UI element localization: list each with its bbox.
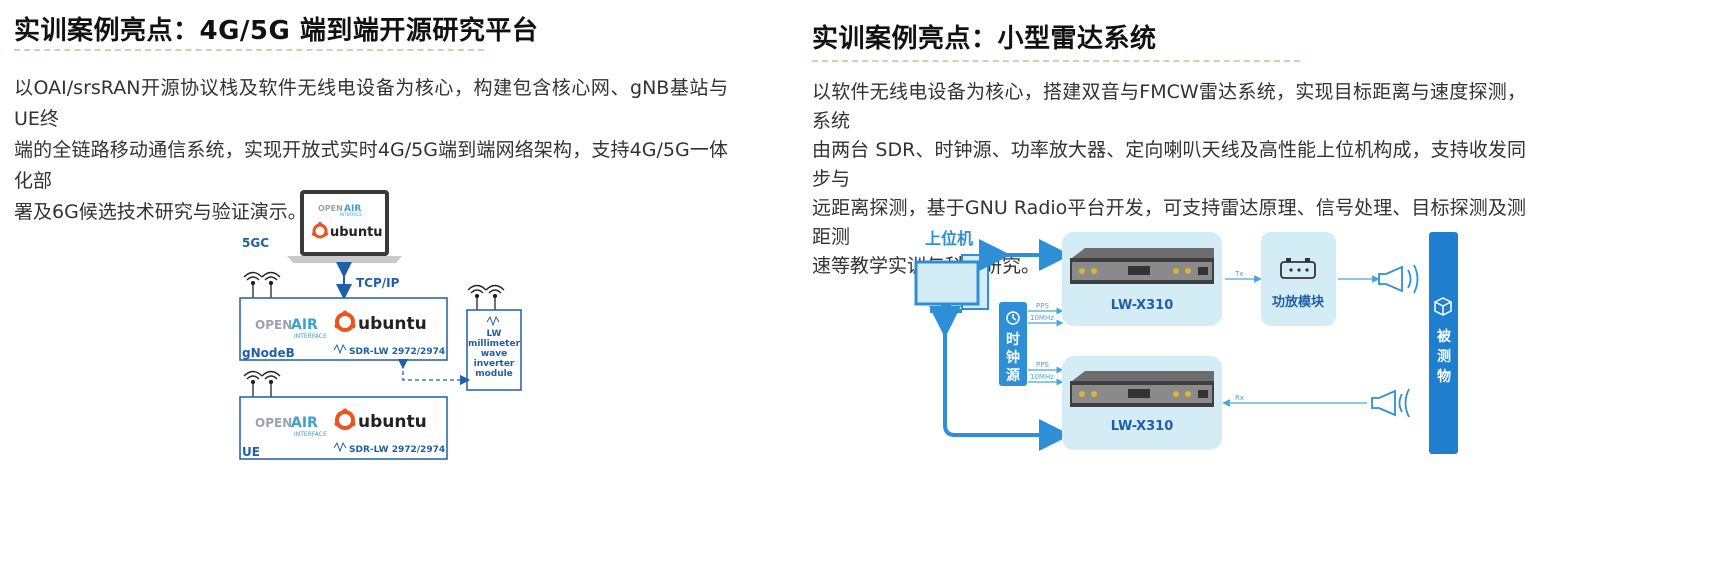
clock-char: 钟: [1006, 349, 1020, 366]
left-description-line: 署及6G候选技术研究与验证演示。: [14, 201, 307, 223]
ue-openair-open: OPEN: [255, 416, 292, 430]
clock-icon: [1006, 311, 1020, 325]
radar-diagram: 上位机 时 钟 源 PPS 10MHz PPS 10MHz: [914, 229, 1458, 454]
right-description-line: 由两台 SDR、时钟源、功率放大器、定向喇叭天线及高性能上位机构成，支持收发同步…: [812, 139, 1526, 190]
module-text-line: module: [475, 369, 513, 379]
right-description-line: 远距离探测，基于GNU Radio平台开发，可支持雷达原理、信号处理、目标探测及…: [812, 197, 1526, 248]
target-char: 测: [1437, 348, 1451, 365]
antenna-icon: [243, 271, 281, 298]
module-text-line: LW: [487, 329, 502, 339]
ubuntu-logo-icon: [334, 408, 356, 430]
laptop-openair-air: AIR: [344, 204, 361, 214]
module-link-dashed: [397, 358, 471, 386]
left-description-line: 端的全链路移动通信系统，实现开放式实时4G/5G端到端网络架构，支持4G/5G一…: [14, 139, 728, 192]
right-title-divider: [812, 60, 1300, 62]
amplifier-box: [1261, 232, 1336, 326]
host-sdr2-link: [929, 306, 1071, 451]
clock-char: 源: [1006, 367, 1020, 384]
ue-openair-air: AIR: [291, 415, 318, 431]
ue-sdr-label: SDR-LW 2972/2974: [349, 445, 445, 455]
sdr-device-icon: [1070, 248, 1214, 284]
target-char: 物: [1437, 368, 1451, 385]
right-section-title: 实训案例亮点：小型雷达系统: [812, 24, 1157, 54]
target-bar: [1429, 232, 1458, 454]
waveform-icon: [333, 343, 347, 355]
gnb-openair-open: OPEN: [255, 318, 292, 332]
cube-icon: [1434, 297, 1452, 316]
pps-label: PPS: [1036, 302, 1049, 310]
ubuntu-logo-icon: [334, 310, 356, 332]
target-char: 被: [1437, 328, 1452, 345]
ten-mhz-label: 10MHz: [1030, 314, 1054, 322]
left-section-title: 实训案例亮点：4G/5G 端到端开源研究平台: [14, 16, 539, 46]
right-description-line: 以软件无线电设备为核心，搭建双音与FMCW雷达系统，实现目标距离与速度探测，系统: [812, 81, 1526, 132]
tx-label: Tx: [1234, 270, 1243, 278]
antenna-icon: [467, 284, 505, 310]
module-text-line: wave: [481, 349, 507, 359]
ue-ubuntu-text: ubuntu: [358, 412, 427, 432]
ue-label: UE: [242, 445, 260, 459]
gnb-openair-interface: INTERFACE: [294, 333, 327, 340]
waveform-icon: [333, 441, 347, 453]
mmwave-module-box: [466, 309, 522, 391]
amplifier-icon: [1280, 258, 1316, 279]
gnb-sdr-label: SDR-LW 2972/2974: [349, 347, 445, 357]
computer-icon: [914, 254, 989, 313]
clock-char: 时: [1006, 331, 1020, 348]
left-description-line: 以OAI/srsRAN开源协议栈及软件无线电设备为核心，构建包含核心网、gNB基…: [14, 77, 728, 130]
laptop-openair-open: OPEN: [318, 204, 343, 213]
antenna-icon: [243, 370, 281, 397]
tcpip-label: TCP/IP: [356, 276, 400, 290]
network-diagram: OPEN AIR INTERFACE ubuntu 5GC TCP/IP OPE…: [239, 190, 522, 460]
laptop-openair-interface: INTERFACE: [340, 212, 362, 217]
laptop-ubuntu-text: ubuntu: [330, 225, 383, 240]
ue-openair-interface: INTERFACE: [294, 431, 327, 438]
gnodeb-label: gNodeB: [242, 346, 295, 360]
left-description: 以OAI/srsRAN开源协议栈及软件无线电设备为核心，构建包含核心网、gNB基…: [14, 73, 728, 228]
sdr-device-icon: [1070, 371, 1214, 407]
rx-label: Rx: [1235, 394, 1244, 402]
amplifier-label: 功放模块: [1272, 294, 1325, 310]
gnb-openair-air: AIR: [291, 317, 318, 333]
tx-horn-antenna-icon: [1378, 264, 1419, 294]
left-title-divider: [14, 49, 484, 51]
host-computer-label: 上位机: [925, 229, 973, 248]
rx-horn-antenna-icon: [1371, 388, 1410, 418]
module-text-line: millimeter: [468, 339, 521, 349]
gnb-ubuntu-text: ubuntu: [358, 314, 427, 334]
sdr-bottom-label: LW-X310: [1111, 419, 1174, 434]
ten-mhz-label: 10MHz: [1030, 373, 1054, 381]
waveform-icon: [486, 315, 500, 327]
ubuntu-logo-icon: [312, 222, 328, 239]
laptop-icon: OPEN AIR INTERFACE ubuntu: [287, 190, 402, 263]
core-network-label: 5GC: [242, 236, 269, 250]
clock-source-box: [999, 302, 1027, 386]
sdr-top-label: LW-X310: [1111, 298, 1174, 313]
module-text-line: inverter: [474, 359, 515, 369]
pps-label: PPS: [1036, 361, 1049, 369]
